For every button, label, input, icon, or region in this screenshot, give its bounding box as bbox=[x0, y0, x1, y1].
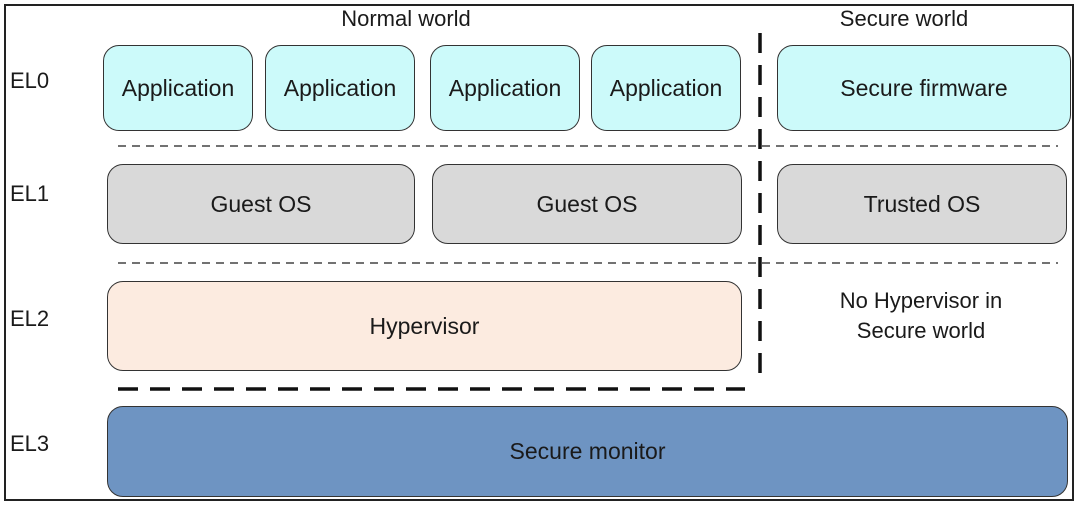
no-hypervisor-note-line1: No Hypervisor in bbox=[839, 288, 1003, 313]
guest-os-box: Guest OS bbox=[107, 164, 415, 244]
application-box: Application bbox=[430, 45, 580, 131]
no-hypervisor-note-line2: Secure world bbox=[856, 318, 986, 343]
trusted-os-box: Trusted OS bbox=[777, 164, 1067, 244]
secure-firmware-box: Secure firmware bbox=[777, 45, 1071, 131]
application-box: Application bbox=[265, 45, 415, 131]
application-box: Application bbox=[103, 45, 253, 131]
normal-world-header: Normal world bbox=[341, 6, 471, 31]
secure-monitor-box: Secure monitor bbox=[107, 406, 1068, 497]
secure-world-header: Secure world bbox=[839, 6, 969, 31]
no-hypervisor-note: No Hypervisor in Secure world bbox=[790, 286, 1052, 346]
level-label-el1: EL1 bbox=[10, 181, 50, 206]
guest-os-box: Guest OS bbox=[432, 164, 742, 244]
diagram-frame bbox=[4, 4, 1074, 501]
level-label-el3: EL3 bbox=[10, 431, 50, 456]
hypervisor-box: Hypervisor bbox=[107, 281, 742, 371]
level-label-el0: EL0 bbox=[10, 68, 50, 93]
level-label-el2: EL2 bbox=[10, 306, 50, 331]
application-box: Application bbox=[591, 45, 741, 131]
